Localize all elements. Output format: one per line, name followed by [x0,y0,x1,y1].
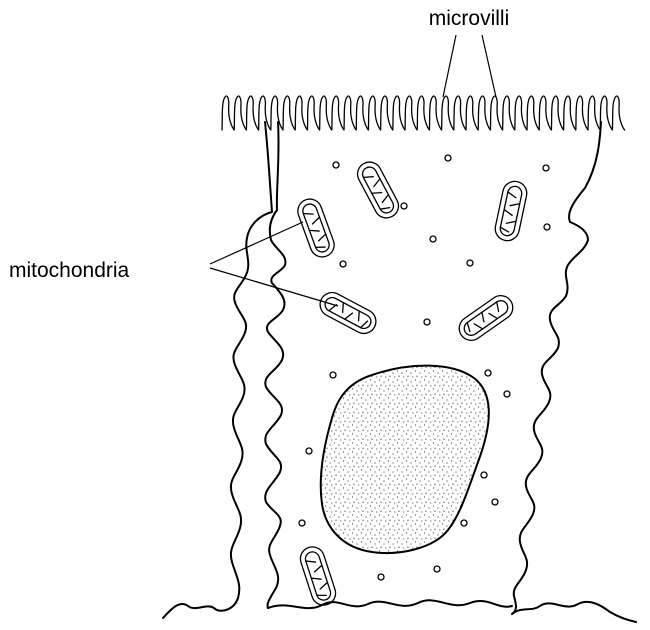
mitochondrion [297,544,338,608]
vesicle [424,319,430,325]
mitochondria-leader-line [210,268,338,306]
vesicle [485,370,491,376]
vesicle [401,203,407,209]
vesicle [445,155,451,161]
vesicle [504,391,510,397]
mitochondrion [493,179,529,243]
mitochondrion [455,291,518,345]
left-neighbor-cell-outline [163,122,272,618]
mitochondrion [294,196,337,261]
mitochondria-leader-line [210,222,303,264]
vesicle [467,260,473,266]
vesicle [430,236,436,242]
vesicle [461,520,467,526]
right-neighbor-cell-base [512,602,636,622]
microvilli-label: microvilli [429,7,510,30]
vesicle [492,499,498,505]
vesicle [306,448,312,454]
microvilli-border [222,96,625,130]
mitochondria-label: mitochondria [9,259,130,282]
vesicle [340,261,346,267]
mitochondrion [316,288,380,337]
microvilli-leader-line [482,35,496,97]
vesicle [543,165,549,171]
vesicle [378,574,384,580]
central-cell-outline [265,122,285,608]
vesicle [333,162,339,168]
vesicle [481,472,487,478]
microvilli-leader-line [443,35,456,97]
vesicle [330,372,336,378]
vesicle [544,224,550,230]
cell-base-membrane [268,600,512,608]
central-cell-right-outline [569,122,601,222]
mitochondrion [353,158,402,222]
vesicle [434,566,440,572]
right-neighbor-cell-outline [512,222,588,614]
vesicle [299,520,305,526]
